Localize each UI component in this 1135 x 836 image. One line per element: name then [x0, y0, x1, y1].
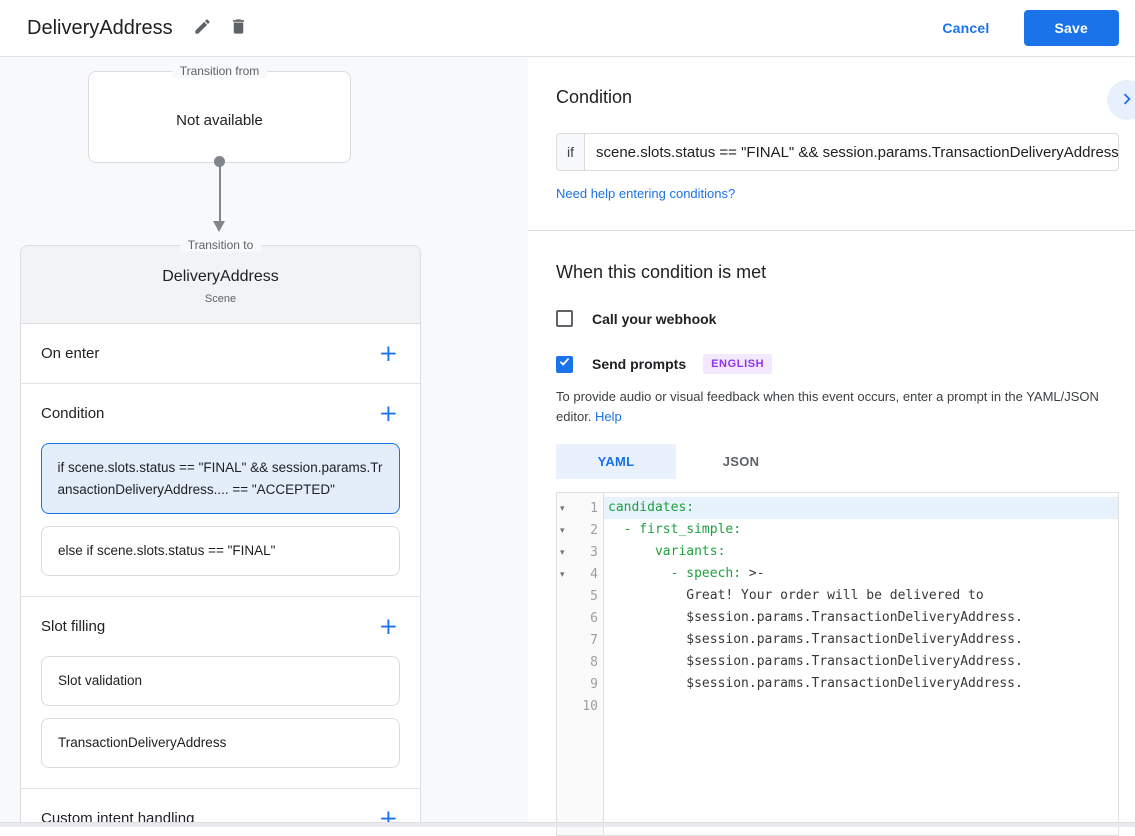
code-line[interactable]: variants: — [604, 541, 1118, 563]
line-number: 3 — [590, 544, 598, 560]
code-line[interactable]: - speech: >- — [604, 563, 1118, 585]
transition-from-label: Transition from — [171, 64, 268, 78]
call-webhook-checkbox[interactable] — [556, 310, 573, 327]
code-segment: $session.params.TransactionDeliveryAddre… — [608, 654, 1023, 669]
tab-yaml[interactable]: YAML — [556, 444, 676, 479]
fold-arrow-icon[interactable]: ▾ — [560, 524, 565, 535]
section-on-enter: On enter + — [21, 324, 420, 384]
add-slot-button[interactable]: + — [378, 613, 398, 640]
line-number: 9 — [590, 676, 598, 692]
connector-line — [218, 163, 221, 223]
pencil-icon — [193, 17, 212, 39]
trash-icon — [229, 17, 248, 39]
code-segment: $session.params.TransactionDeliveryAddre… — [608, 610, 1023, 625]
code-line[interactable]: $session.params.TransactionDeliveryAddre… — [604, 607, 1118, 629]
condition-card[interactable]: if scene.slots.status == "FINAL" && sess… — [41, 443, 400, 514]
custom-intent-label: Custom intent handling — [41, 810, 195, 822]
horizontal-scrollbar[interactable] — [0, 822, 1135, 827]
code-line[interactable]: Great! Your order will be delivered to — [604, 585, 1118, 607]
save-button[interactable]: Save — [1023, 10, 1119, 46]
scene-card-header: DeliveryAddress Scene — [21, 246, 420, 324]
fold-arrow-icon[interactable]: ▾ — [560, 568, 565, 579]
slot-filling-label: Slot filling — [41, 618, 106, 635]
condition-panel-title: Condition — [556, 87, 633, 107]
page-title: DeliveryAddress — [27, 16, 173, 39]
line-number: 10 — [582, 698, 598, 714]
connector-dot — [214, 156, 225, 167]
chevron-right-icon — [1116, 88, 1135, 113]
line-number: 5 — [590, 588, 598, 604]
line-number: 8 — [590, 654, 598, 670]
code-segment: candidates: — [608, 500, 695, 515]
condition-section-label: Condition — [41, 405, 105, 422]
yaml-editor: ▾ 1 ▾ 2 ▾ 3 ▾ 4 5 6 7 8 9 10 candidates: - first_simp… — [556, 492, 1119, 836]
prompts-description-text: To provide audio or visual feedback when… — [556, 389, 1099, 424]
condition-help-link[interactable]: Need help entering conditions? — [556, 186, 736, 201]
add-on-enter-button[interactable]: + — [378, 340, 398, 367]
scene-flow-panel: Transition from Not available Transition… — [0, 57, 528, 822]
condition-card-list: if scene.slots.status == "FINAL" && sess… — [21, 443, 420, 576]
line-number: 7 — [590, 632, 598, 648]
checkmark-icon — [558, 355, 571, 373]
webhook-row: Call your webhook — [556, 310, 1119, 327]
if-prefix: if — [556, 133, 584, 171]
help-link[interactable]: Help — [595, 409, 622, 424]
tab-json[interactable]: JSON — [722, 454, 760, 469]
condition-detail-panel: Condition if Need help entering conditio… — [528, 57, 1135, 836]
code-line[interactable]: - first_simple: — [604, 519, 1118, 541]
send-prompts-label: Send prompts — [592, 356, 687, 372]
code-line[interactable]: $session.params.TransactionDeliveryAddre… — [604, 651, 1118, 673]
section-custom-intent: Custom intent handling + — [21, 789, 420, 822]
slot-card[interactable]: TransactionDeliveryAddress — [41, 718, 400, 768]
add-custom-intent-button[interactable]: + — [379, 807, 398, 822]
scene-name: DeliveryAddress — [162, 268, 279, 285]
language-badge: ENGLISH — [703, 354, 773, 374]
condition-expression-input[interactable] — [584, 133, 1119, 171]
slot-card[interactable]: Slot validation — [41, 656, 400, 706]
code-segment: >- — [741, 566, 765, 581]
editor-gutter: ▾ 1 ▾ 2 ▾ 3 ▾ 4 5 6 7 8 9 10 — [557, 493, 604, 835]
condition-card[interactable]: else if scene.slots.status == "FINAL" — [41, 526, 400, 576]
edit-title-button[interactable] — [185, 10, 221, 46]
fold-arrow-icon[interactable]: ▾ — [560, 546, 565, 557]
section-condition: Condition + if scene.slots.status == "FI… — [21, 384, 420, 597]
cancel-button[interactable]: Cancel — [942, 20, 990, 36]
line-number: 2 — [590, 522, 598, 538]
top-bar: DeliveryAddress Cancel Save — [0, 0, 1135, 57]
send-prompts-checkbox[interactable] — [556, 355, 573, 373]
scene-type: Scene — [204, 293, 237, 305]
connector-arrow-icon — [213, 221, 225, 232]
line-number: 1 — [590, 500, 598, 516]
prompts-description: To provide audio or visual feedback when… — [556, 387, 1119, 427]
scene-card: Transition to DeliveryAddress Scene On e… — [20, 238, 421, 822]
code-line[interactable]: $session.params.TransactionDeliveryAddre… — [604, 673, 1118, 695]
code-segment: $session.params.TransactionDeliveryAddre… — [608, 676, 1023, 691]
editor-tabs: YAML JSON — [556, 444, 1119, 479]
when-condition-title: When this condition is met — [556, 262, 767, 282]
line-number: 6 — [590, 610, 598, 626]
send-prompts-row: Send prompts ENGLISH — [556, 354, 1119, 374]
code-segment: - first_simple: — [608, 522, 742, 537]
code-line[interactable]: candidates: — [604, 497, 1118, 519]
add-condition-button[interactable]: + — [378, 400, 398, 427]
on-enter-label: On enter — [41, 345, 100, 362]
fold-arrow-icon[interactable]: ▾ — [560, 502, 565, 513]
delete-scene-button[interactable] — [221, 10, 257, 46]
code-segment: $session.params.TransactionDeliveryAddre… — [608, 632, 1023, 647]
transition-from-value: Not available — [176, 112, 263, 129]
code-line[interactable]: $session.params.TransactionDeliveryAddre… — [604, 629, 1118, 651]
panel-divider — [528, 230, 1135, 231]
code-segment: - speech: — [608, 566, 742, 581]
transition-to-label: Transition to — [179, 238, 262, 252]
editor-code[interactable]: candidates: - first_simple: variants: - … — [604, 493, 1118, 835]
call-webhook-label: Call your webhook — [592, 310, 717, 327]
code-segment: Great! Your order will be delivered to — [608, 588, 984, 603]
collapse-panel-button[interactable] — [1107, 80, 1135, 120]
line-number: 4 — [590, 566, 598, 582]
transition-from-box: Transition from Not available — [88, 64, 351, 163]
code-line[interactable] — [604, 695, 1118, 717]
code-segment: variants: — [608, 544, 726, 559]
